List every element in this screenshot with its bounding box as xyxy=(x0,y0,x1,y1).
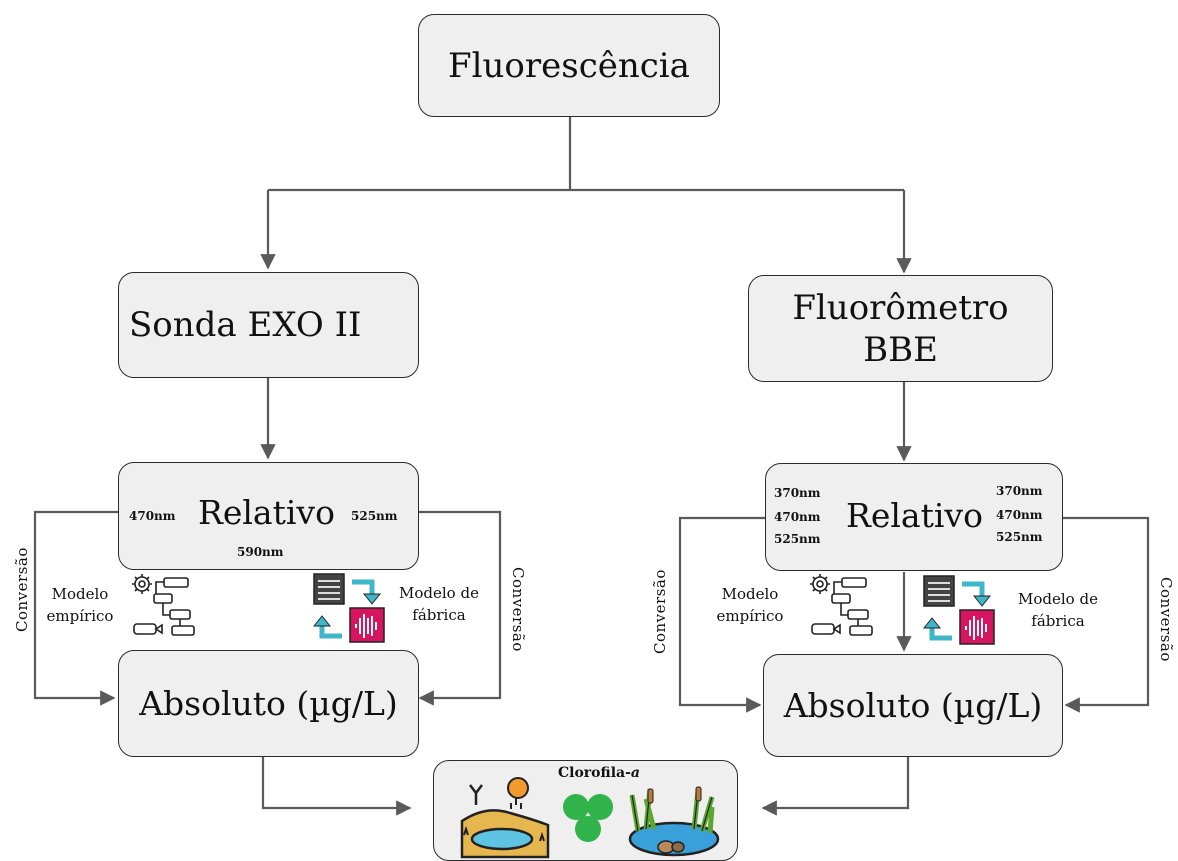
left-factory-model-label: Modelo de fábrica xyxy=(399,584,479,624)
chlorophyll-label: Clorofila-a xyxy=(558,765,640,781)
right-wavelength-right-470: 470nm xyxy=(996,508,1043,522)
left-conversion-label-2: Conversão xyxy=(509,567,527,652)
right-wavelength-right-525: 525nm xyxy=(996,530,1043,544)
left-absolute-node: Absoluto (µg/L) xyxy=(118,650,419,757)
bbe-fluorometer-node: Fluorômetro BBE xyxy=(748,275,1053,382)
right-factory-model-label: Modelo de fábrica xyxy=(1018,590,1098,630)
right-wavelength-left-525: 525nm xyxy=(774,532,821,546)
data-cycle-icon xyxy=(312,573,385,643)
bbe-fluorometer-label-line2: BBE xyxy=(863,329,938,370)
right-wavelength-right-370: 370nm xyxy=(996,484,1043,498)
left-conversion-label-1: Conversão xyxy=(13,547,31,632)
chlorophyll-node: Clorofila-a xyxy=(433,760,738,861)
chlorophyll-label-italic: a xyxy=(630,765,640,781)
right-relative-label: Relativo xyxy=(846,496,983,535)
left-wavelength-590: 590nm xyxy=(237,545,284,559)
workflow-icon xyxy=(132,574,195,636)
right-conversion-label-1: Conversão xyxy=(651,569,669,654)
fluorescence-node: Fluorescência xyxy=(418,14,720,117)
bbe-fluorometer-label-line1: Fluorômetro xyxy=(792,287,1009,328)
right-relative-node: Relativo 370nm 470nm 525nm 370nm 470nm 5… xyxy=(765,463,1063,571)
right-absolute-label: Absoluto (µg/L) xyxy=(783,686,1043,725)
right-wavelength-left-470: 470nm xyxy=(774,510,821,524)
fluorescence-label: Fluorescência xyxy=(448,45,690,86)
right-conversion-label-2: Conversão xyxy=(1157,577,1175,662)
left-wavelength-525: 525nm xyxy=(351,509,398,523)
green-cells-icon xyxy=(563,794,613,842)
exo-probe-node: Sonda EXO II xyxy=(118,272,419,378)
left-wavelength-470: 470nm xyxy=(129,509,176,523)
workflow-icon-right xyxy=(810,574,873,636)
right-empirical-model-label: Modelo empírico xyxy=(716,585,784,625)
left-empirical-model-label: Modelo empírico xyxy=(46,585,114,625)
left-absolute-label: Absoluto (µg/L) xyxy=(139,684,398,723)
exo-probe-label: Sonda EXO II xyxy=(129,305,362,345)
left-relative-label: Relativo xyxy=(198,493,335,532)
data-cycle-icon-right xyxy=(922,575,995,645)
chlorophyll-label-text: Clorofila- xyxy=(558,765,631,781)
wetland-icon xyxy=(460,777,550,859)
right-wavelength-left-370: 370nm xyxy=(774,486,821,500)
left-relative-node: Relativo 470nm 525nm 590nm xyxy=(118,462,419,570)
pond-icon xyxy=(628,786,720,857)
right-absolute-node: Absoluto (µg/L) xyxy=(763,654,1063,757)
